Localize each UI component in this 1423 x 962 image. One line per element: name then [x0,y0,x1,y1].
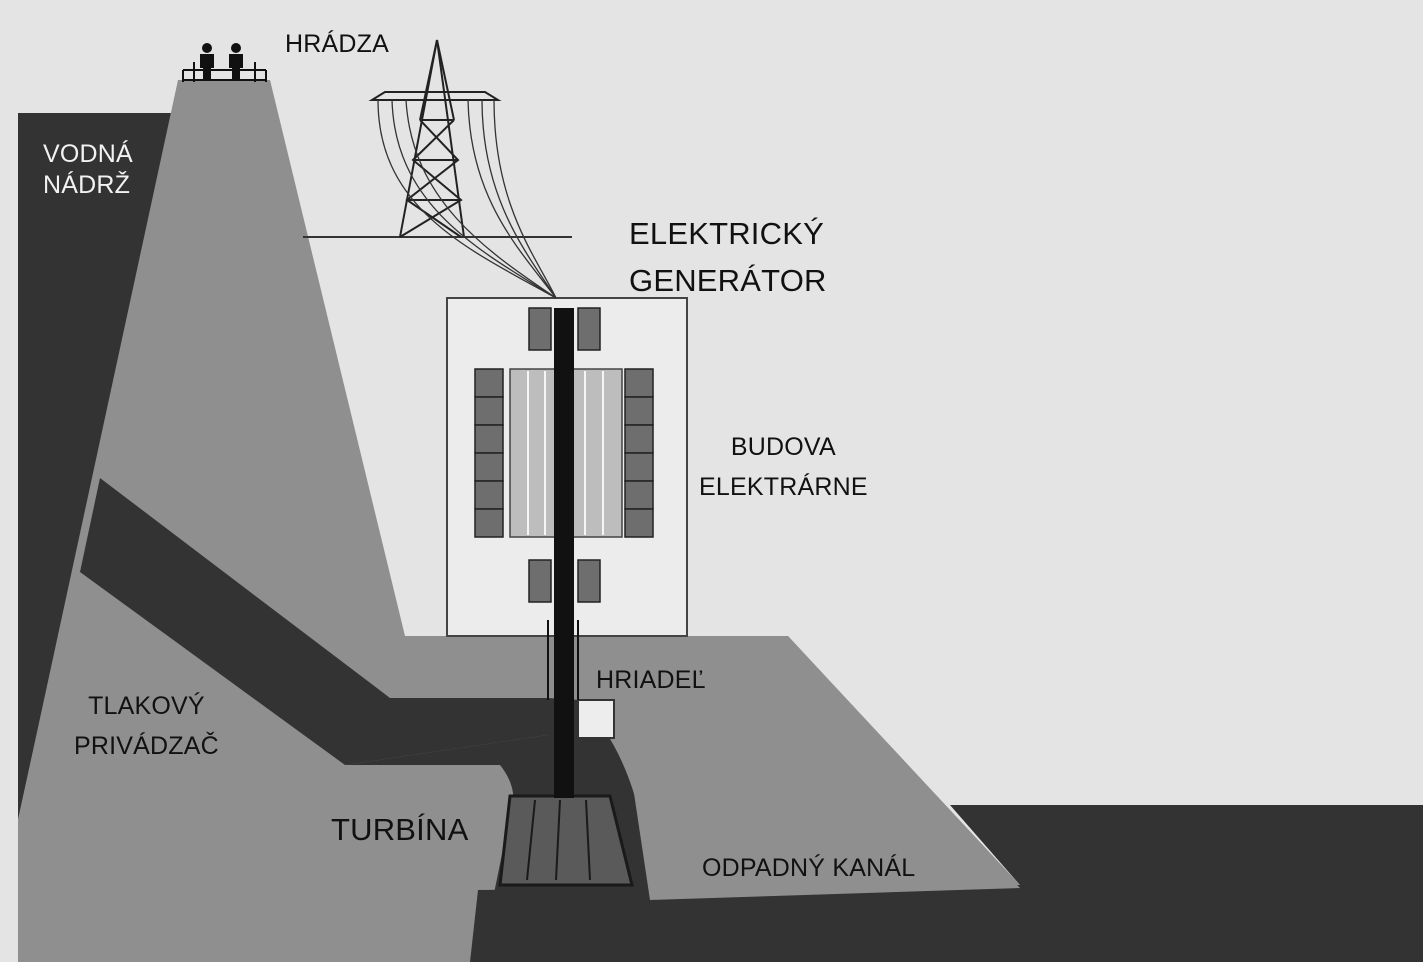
label-turbine: TURBÍNA [331,812,469,847]
turbine-blade [555,799,561,881]
label-dam: HRÁDZA [285,30,389,58]
label-generator: ELEKTRICKÝ GENERÁTOR [629,211,827,304]
person-icon [200,43,214,80]
label-powerhouse: BUDOVA ELEKTRÁRNE [699,427,868,507]
power-cables [377,99,557,299]
label-penstock-line1: TLAKOVÝ [88,692,205,720]
transmission-tower-icon [368,39,502,238]
label-powerhouse-line2: ELEKTRÁRNE [699,473,868,501]
stator-right-stack [624,368,654,538]
shaft-bearing-box [577,699,615,739]
label-penstock: TLAKOVÝ PRIVÁDZAČ [74,686,219,766]
stator-left-stack [474,368,504,538]
label-reservoir: VODNÁ NÁDRŽ [43,139,133,202]
tailrace-water [470,805,1423,962]
turbine-housing [498,794,634,887]
tailrace-channel-bank [612,636,1020,900]
penstock-pipe [80,478,548,765]
label-tailrace: ODPADNÝ KANÁL [702,854,916,882]
label-generator-line2: GENERÁTOR [629,262,827,298]
rotor-stripes [527,371,604,535]
label-reservoir-line1: VODNÁ [43,140,133,168]
stator-bottom-right [577,559,601,603]
stator-top-right [577,307,601,351]
label-powerhouse-line1: BUDOVA [730,433,836,461]
label-penstock-line2: PRIVÁDZAČ [74,732,219,760]
stator-top-left [528,307,552,351]
dam-crest-railing [182,62,267,82]
turbine-blade [585,799,591,881]
turbine-blade [526,799,536,881]
label-generator-line1: ELEKTRICKÝ [629,216,824,251]
label-reservoir-line2: NÁDRŽ [43,171,131,200]
stator-bottom-left [528,559,552,603]
person-icon [229,43,243,80]
label-shaft: HRIADEĽ [596,666,706,694]
shaft [554,308,574,798]
